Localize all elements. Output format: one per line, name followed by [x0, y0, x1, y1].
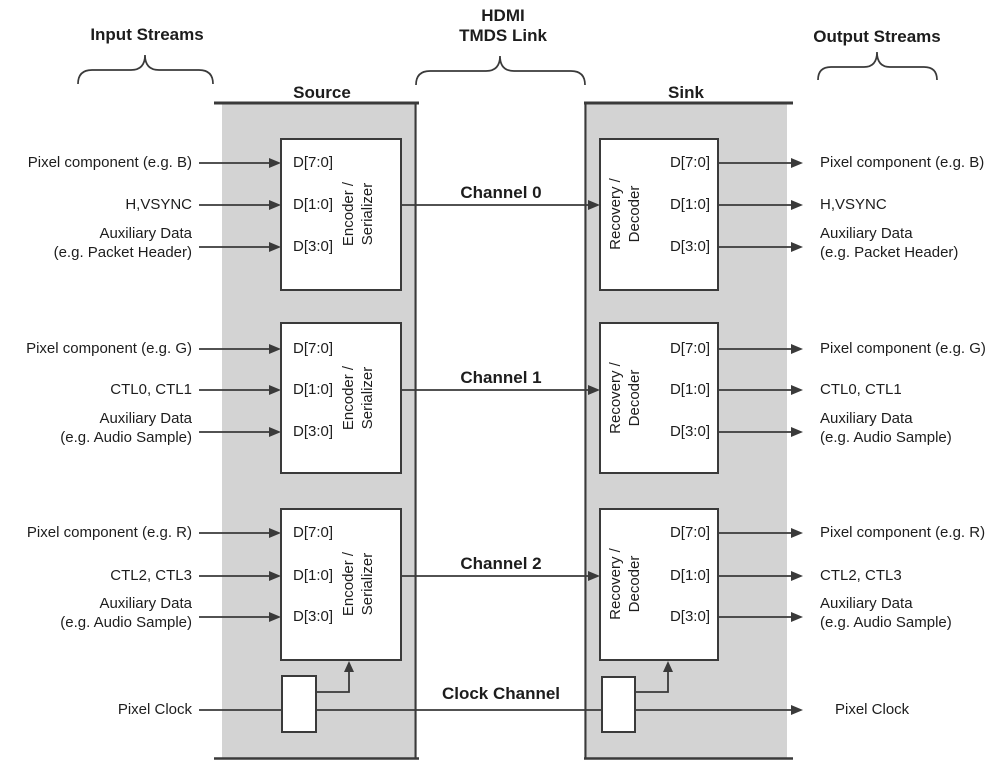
input-label: CTL0, CTL1: [110, 381, 192, 398]
port-label: D[7:0]: [669, 524, 710, 541]
channel-2-label: Channel 2: [460, 554, 542, 573]
port-label: D[1:0]: [669, 567, 710, 584]
encoder-box-1: [280, 322, 402, 474]
source-panel-border: [214, 101, 419, 760]
encoder-box-0: [280, 138, 402, 291]
channel-0-label: Channel 0: [460, 183, 542, 202]
source-clock-box: [281, 675, 317, 733]
decoder-box-0: [599, 138, 719, 291]
port-label: D[7:0]: [293, 154, 334, 171]
channel-1-label: Channel 1: [460, 368, 542, 387]
sink-panel-border: [584, 101, 793, 760]
port-label: D[7:0]: [293, 340, 334, 357]
port-label: D[3:0]: [293, 608, 334, 625]
input-label: Auxiliary Data (e.g. Audio Sample): [60, 410, 192, 446]
output-label: Pixel component (e.g. R): [820, 524, 986, 541]
output-label: Auxiliary Data (e.g. Packet Header): [820, 225, 959, 261]
sink-clock-elbow-arrow: [635, 661, 673, 693]
pixel-clock-output-label: Pixel Clock: [835, 701, 910, 718]
port-label: D[1:0]: [293, 196, 334, 213]
port-label: D[7:0]: [669, 154, 710, 171]
port-label: D[7:0]: [293, 524, 334, 541]
port-label: D[3:0]: [293, 423, 334, 440]
encoder-serializer-label: Encoder / Serializer: [340, 365, 376, 431]
hdmi-tmds-link-heading: HDMI TMDS Link: [459, 6, 547, 45]
input-label: Pixel component (e.g. B): [27, 154, 192, 171]
input-streams-brace: [77, 54, 214, 85]
port-label: D[3:0]: [669, 423, 710, 440]
decoder-box-1: [599, 322, 719, 474]
port-label: D[1:0]: [669, 196, 710, 213]
source-clock-elbow-arrow: [316, 661, 354, 693]
source-heading: Source: [293, 83, 351, 102]
input-label: H,VSYNC: [125, 196, 192, 213]
pixel-clock-input-label: Pixel Clock: [117, 701, 192, 718]
input-label: CTL2, CTL3: [110, 567, 192, 584]
recovery-decoder-label: Recovery / Decoder: [607, 178, 643, 250]
clock-channel-label: Clock Channel: [441, 684, 561, 703]
port-label: D[3:0]: [669, 608, 710, 625]
channel-arrows: [401, 200, 600, 581]
recovery-decoder-label: Recovery / Decoder: [607, 548, 643, 620]
output-label: H,VSYNC: [820, 196, 887, 213]
output-streams-heading: Output Streams: [813, 27, 941, 46]
output-arrows: [718, 158, 803, 622]
decoder-box-2: [599, 508, 719, 661]
output-label: CTL0, CTL1: [820, 381, 902, 398]
output-label: CTL2, CTL3: [820, 567, 902, 584]
port-label: D[1:0]: [669, 381, 710, 398]
output-label: Auxiliary Data (e.g. Audio Sample): [820, 410, 952, 446]
output-label: Auxiliary Data (e.g. Audio Sample): [820, 595, 952, 631]
input-label: Pixel component (e.g. G): [26, 340, 192, 357]
recovery-decoder-label: Recovery / Decoder: [607, 362, 643, 434]
port-label: D[3:0]: [669, 238, 710, 255]
output-label: Pixel component (e.g. B): [820, 154, 985, 171]
input-label: Auxiliary Data (e.g. Audio Sample): [60, 595, 192, 631]
port-label: D[1:0]: [293, 567, 334, 584]
encoder-box-2: [280, 508, 402, 661]
port-label: D[1:0]: [293, 381, 334, 398]
sink-heading: Sink: [668, 83, 704, 102]
sink-clock-box: [601, 676, 636, 733]
port-label: D[3:0]: [293, 238, 334, 255]
port-label: D[7:0]: [669, 340, 710, 357]
output-streams-brace: [817, 51, 938, 81]
input-streams-heading: Input Streams: [90, 25, 204, 44]
encoder-serializer-label: Encoder / Serializer: [340, 181, 376, 247]
input-label: Auxiliary Data (e.g. Packet Header): [53, 225, 192, 261]
encoder-serializer-label: Encoder / Serializer: [340, 551, 376, 617]
output-label: Pixel component (e.g. G): [820, 340, 986, 357]
input-label: Pixel component (e.g. R): [26, 524, 192, 541]
hdmi-link-brace: [415, 55, 586, 86]
input-arrows: [199, 158, 281, 622]
